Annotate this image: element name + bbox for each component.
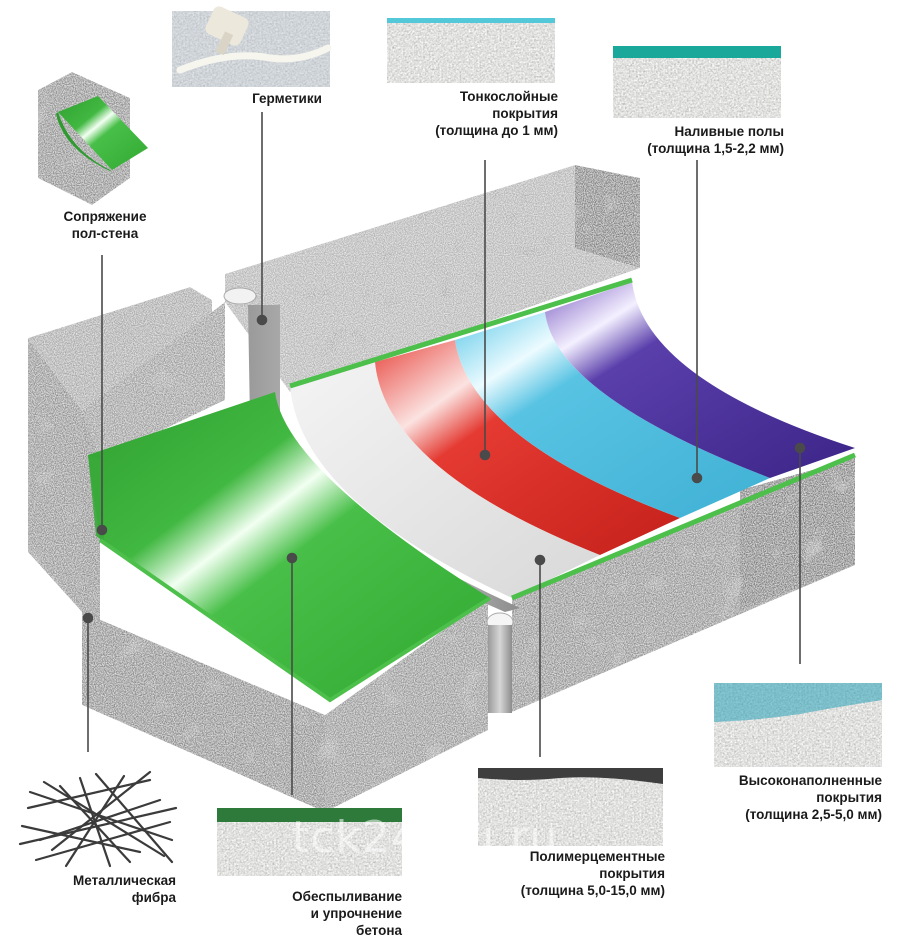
leader-lines bbox=[82, 112, 806, 795]
purple-coating bbox=[545, 282, 855, 478]
left-wall-front bbox=[28, 338, 82, 612]
concrete-block bbox=[28, 165, 855, 812]
green-edge-strip-front bbox=[511, 452, 856, 601]
label-highfilled-coatings: Высоконаполненные покрытия (толщина 2,5-… bbox=[738, 773, 882, 822]
selfleveling-sample bbox=[613, 46, 781, 118]
metal-fiber-icon bbox=[18, 770, 178, 868]
green-edge-left bbox=[98, 538, 492, 703]
green-coating bbox=[88, 392, 490, 700]
red-coating bbox=[375, 340, 680, 555]
dedusting-sample bbox=[217, 808, 402, 876]
left-wall-top bbox=[28, 287, 212, 410]
highfilled-sample bbox=[714, 683, 882, 767]
right-end-face bbox=[740, 458, 855, 610]
back-wall-right-face bbox=[575, 165, 640, 268]
label-thin-coatings: Тонкослойные покрытия (толщина до 1 мм) bbox=[435, 89, 558, 138]
label-wall-floor-joint: Сопряжение пол-стена bbox=[63, 209, 147, 241]
front-left-block bbox=[82, 612, 325, 812]
label-dedusting: Обеспыливание и упрочнение бетона bbox=[292, 889, 402, 938]
label-metal-fiber: Металлическая фибра bbox=[73, 873, 176, 905]
label-sealants: Герметики bbox=[252, 91, 322, 106]
corner-detail-thumb bbox=[38, 72, 148, 205]
green-edge-strip bbox=[289, 277, 633, 389]
watermark: tck24.tiu.ru bbox=[292, 812, 559, 863]
label-selfleveling-floors: Наливные полы (толщина 1,5-2,2 мм) bbox=[647, 124, 784, 156]
polymercement-sample bbox=[478, 768, 663, 846]
coating-layers bbox=[88, 277, 856, 703]
white-coating bbox=[290, 362, 600, 598]
sealant-photo bbox=[172, 6, 332, 87]
back-block-face bbox=[80, 302, 225, 460]
label-polymercement-coatings: Полимерцементные покрытия (толщина 5,0-1… bbox=[520, 849, 665, 898]
cyan-coating bbox=[455, 312, 770, 518]
back-wall-top bbox=[225, 165, 640, 392]
front-mid-block bbox=[325, 598, 488, 812]
green-coating-cove bbox=[88, 455, 104, 542]
thin-coating-sample bbox=[387, 18, 555, 83]
